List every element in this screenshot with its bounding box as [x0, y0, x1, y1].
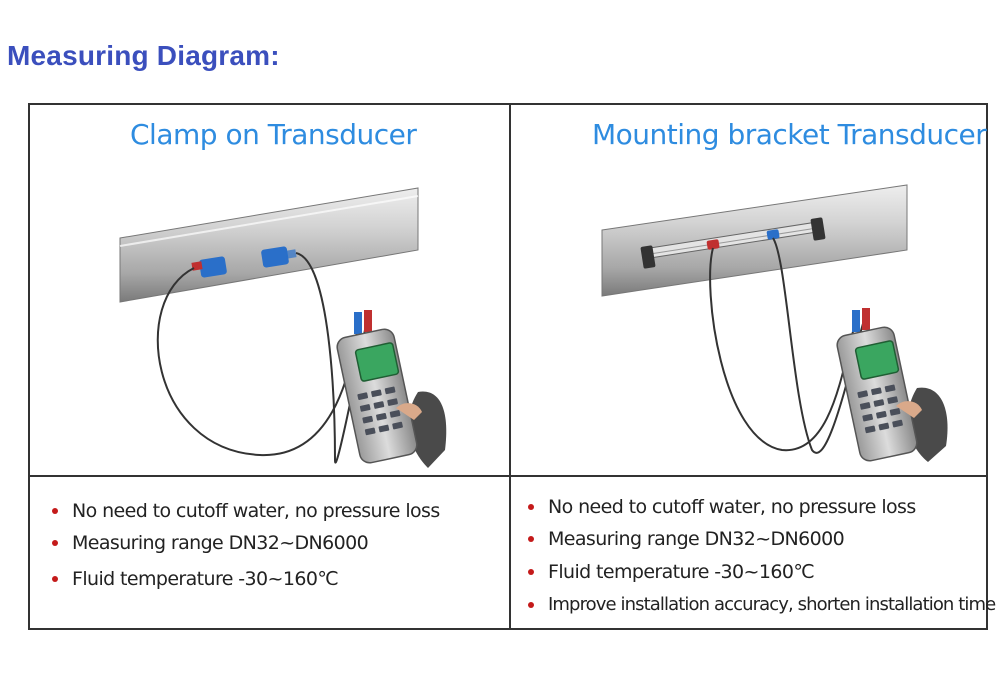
mounting-bracket-title: Mounting bracket Transducer — [592, 118, 987, 151]
flow-meter — [836, 308, 918, 462]
clamp-on-bullets: No need to cutoff water, no pressure los… — [52, 500, 440, 590]
mounting-bracket-bullets: No need to cutoff water, no pressure los… — [528, 496, 996, 615]
bullet-item: No need to cutoff water, no pressure los… — [52, 500, 440, 522]
bullet-item: Fluid temperature -30~160℃ — [52, 568, 440, 590]
pipe — [119, 187, 419, 303]
vertical-divider — [509, 103, 511, 630]
transducer-left — [191, 256, 227, 278]
bullet-item: Improve installation accuracy, shorten i… — [528, 594, 996, 615]
clamp-on-illustration — [119, 187, 447, 468]
transducer-right — [261, 246, 297, 268]
clamp-on-title: Clamp on Transducer — [130, 118, 417, 151]
page-title: Measuring Diagram: — [7, 40, 280, 71]
bullet-dot — [528, 504, 534, 510]
bullet-dot — [528, 569, 534, 575]
mounting-bracket — [640, 217, 826, 269]
cable-left — [709, 247, 857, 452]
bullet-item: Measuring range DN32~DN6000 — [528, 528, 995, 550]
mounting-bracket-illustration — [601, 184, 948, 462]
bullet-item: Fluid temperature -30~160℃ — [528, 561, 995, 583]
bullet-dot — [528, 602, 534, 608]
bullet-item: No need to cutoff water, no pressure los… — [528, 496, 995, 518]
diagram-frame — [28, 103, 988, 630]
cable-left — [156, 267, 359, 457]
bullet-item: Measuring range DN32~DN6000 — [52, 532, 440, 554]
bullet-dot — [52, 508, 58, 514]
bullet-dot — [52, 540, 58, 546]
bullet-dot — [52, 576, 58, 582]
horizontal-divider — [28, 475, 988, 477]
flow-meter — [336, 310, 418, 464]
bullet-dot — [528, 536, 534, 542]
